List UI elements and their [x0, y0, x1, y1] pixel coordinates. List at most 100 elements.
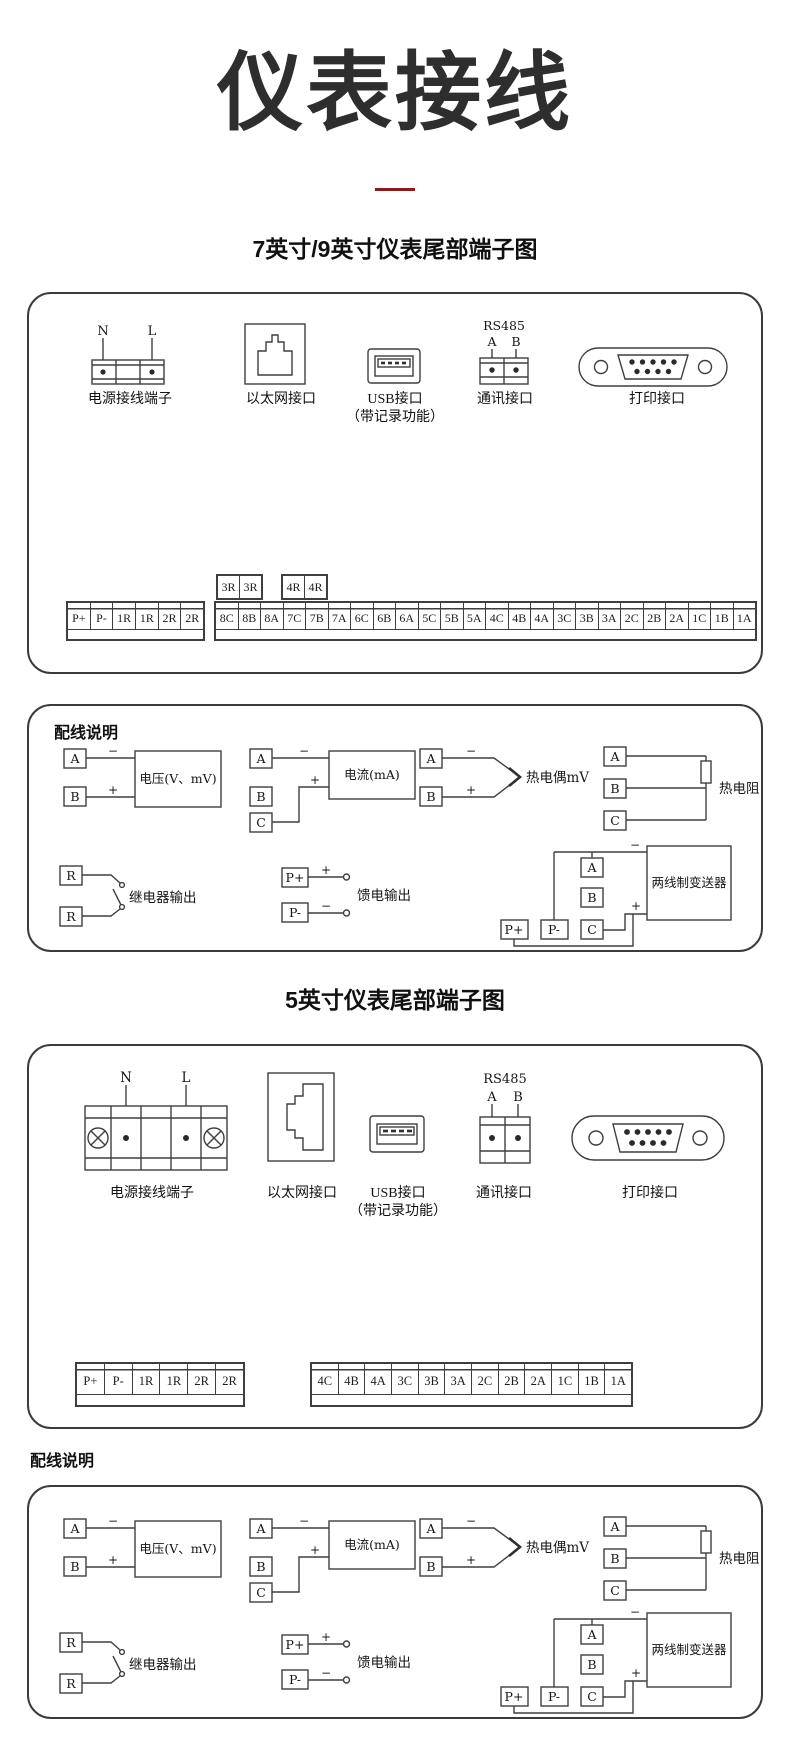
- ethernet-label: 以太网接口: [267, 1186, 337, 1202]
- printer-port-icon: [578, 347, 728, 388]
- terminal-c: C: [610, 813, 620, 828]
- terminal-a: A: [586, 1627, 597, 1642]
- terminal-p-minus: P-: [289, 1672, 301, 1687]
- transmitter-label: 两线制变送器: [651, 1642, 727, 1657]
- minus-sign: −: [108, 1514, 118, 1528]
- terminal-cell: 3C: [392, 1364, 419, 1395]
- terminal-c: C: [256, 815, 266, 830]
- terminal-a: A: [609, 1519, 620, 1534]
- terminal-cell: 2A: [666, 603, 689, 630]
- minus-sign: −: [630, 1605, 640, 1619]
- terminal-cell: 7B: [306, 603, 329, 630]
- feed-label: 馈电输出: [357, 888, 411, 904]
- terminal-c: C: [587, 922, 597, 937]
- wiring-heading: 配线说明: [54, 725, 119, 743]
- terminal-cell: 3B: [576, 603, 599, 630]
- terminal-cell: 3R: [218, 576, 240, 599]
- ethernet-label: 以太网接口: [246, 392, 316, 408]
- usb-label-line1: USB接口: [370, 1186, 426, 1202]
- terminal-cell: 4A: [531, 603, 554, 630]
- printer-label: 打印接口: [622, 1186, 678, 1202]
- current-label: 电流(mA): [344, 1537, 400, 1552]
- power-terminal-label: 电源接线端子: [88, 392, 172, 408]
- terminal-cell: 5A: [463, 603, 486, 630]
- rtd-wiring-figure: A B C 热电阻: [603, 1516, 760, 1601]
- terminal-a: A: [255, 751, 266, 766]
- terminal-cell: 4B: [338, 1364, 366, 1395]
- terminal-cell: 1R: [136, 603, 159, 630]
- terminal-p-minus: P-: [289, 905, 301, 920]
- terminal-p-plus: P+: [505, 1689, 524, 1704]
- voltage-label: 电压(V、mV): [139, 1541, 216, 1556]
- terminal-strip-base: [312, 1394, 631, 1405]
- terminal-a: A: [425, 1521, 436, 1536]
- minus-sign: −: [466, 744, 476, 758]
- terminal-cell: 2R: [181, 603, 204, 630]
- terminal-b: B: [70, 1559, 79, 1574]
- terminal-cell: P-: [104, 1364, 133, 1395]
- transmitter-label: 两线制变送器: [651, 875, 727, 890]
- terminal-cell: 2A: [525, 1364, 553, 1395]
- rear-terminal-panel-5: N L RS485 A B: [27, 1044, 763, 1430]
- current-label: 电流(mA): [344, 767, 400, 782]
- terminal-cell: 3A: [598, 603, 621, 630]
- usb-label: USB接口 （带记录功能）: [328, 1185, 468, 1220]
- terminal-cell: 4R: [308, 580, 323, 595]
- terminal-cell: 8C: [216, 603, 239, 630]
- voltage-wiring-figure: A B − + 电压(V、mV): [63, 1514, 222, 1578]
- terminal-a: A: [255, 1521, 266, 1536]
- terminal-strip-base: [216, 629, 755, 639]
- printer-port-icon: [571, 1115, 725, 1161]
- plus-sign: +: [310, 773, 320, 787]
- terminal-cell: 2B: [643, 603, 666, 630]
- terminal-cell: P+: [68, 603, 91, 630]
- feed-output-figure: P+ P- + − 馈电输出: [281, 863, 411, 924]
- terminal-a: A: [69, 1521, 80, 1536]
- terminal-c: C: [587, 1689, 597, 1704]
- power-l-label: L: [148, 324, 157, 339]
- terminal-b: B: [426, 789, 435, 804]
- terminal-cell: 4A: [365, 1364, 393, 1395]
- terminal-a: A: [586, 860, 597, 875]
- terminal-cell: P-: [90, 603, 114, 630]
- plus-sign: +: [321, 1630, 331, 1644]
- wiring-instructions-panel-5: A B − + 电压(V、mV) A B C − + 电流(mA) A B − …: [27, 1485, 763, 1720]
- terminal-r1: R: [66, 868, 76, 883]
- terminal-p-plus: P+: [505, 922, 524, 937]
- terminal-r2: R: [66, 1676, 76, 1691]
- terminal-cell: 2B: [498, 1364, 526, 1395]
- comm-label: 通讯接口: [477, 392, 533, 408]
- terminal-a: A: [425, 751, 436, 766]
- terminal-b: B: [256, 1559, 265, 1574]
- terminal-cell: 7A: [328, 603, 351, 630]
- plus-sign: +: [631, 899, 641, 913]
- usb-label-line2: （带记录功能）: [349, 1203, 447, 1219]
- terminal-r1: R: [66, 1635, 76, 1650]
- thermocouple-wiring-figure: A B − + 热电偶mV: [419, 744, 589, 808]
- terminal-p-minus: P-: [548, 1689, 560, 1704]
- power-terminal-figure: N L: [91, 324, 165, 386]
- page-title: 仪表接线: [217, 45, 573, 141]
- terminal-b: B: [426, 1559, 435, 1574]
- terminal-cell: 3B: [418, 1364, 446, 1395]
- thermocouple-label: 热电偶mV: [526, 770, 589, 786]
- terminal-cell: 1R: [132, 1364, 161, 1395]
- minus-sign: −: [321, 899, 331, 913]
- rear-terminal-panel-79: N L RS485 A B 电源接线端子 以太: [27, 292, 763, 675]
- terminal-cell: 3C: [553, 603, 576, 630]
- power-n-label: N: [97, 324, 108, 339]
- printer-label: 打印接口: [629, 392, 685, 408]
- terminal-cell: 2R: [158, 603, 182, 630]
- terminal-b: B: [610, 781, 619, 796]
- terminal-cell: 4R: [283, 576, 305, 599]
- terminal-cell: 5C: [418, 603, 441, 630]
- transmitter-wiring-figure: − A B C P+ P- + 两线制变送器: [500, 838, 732, 948]
- terminal-cell: 1R: [160, 1364, 189, 1395]
- rs485-b-label: B: [511, 334, 520, 349]
